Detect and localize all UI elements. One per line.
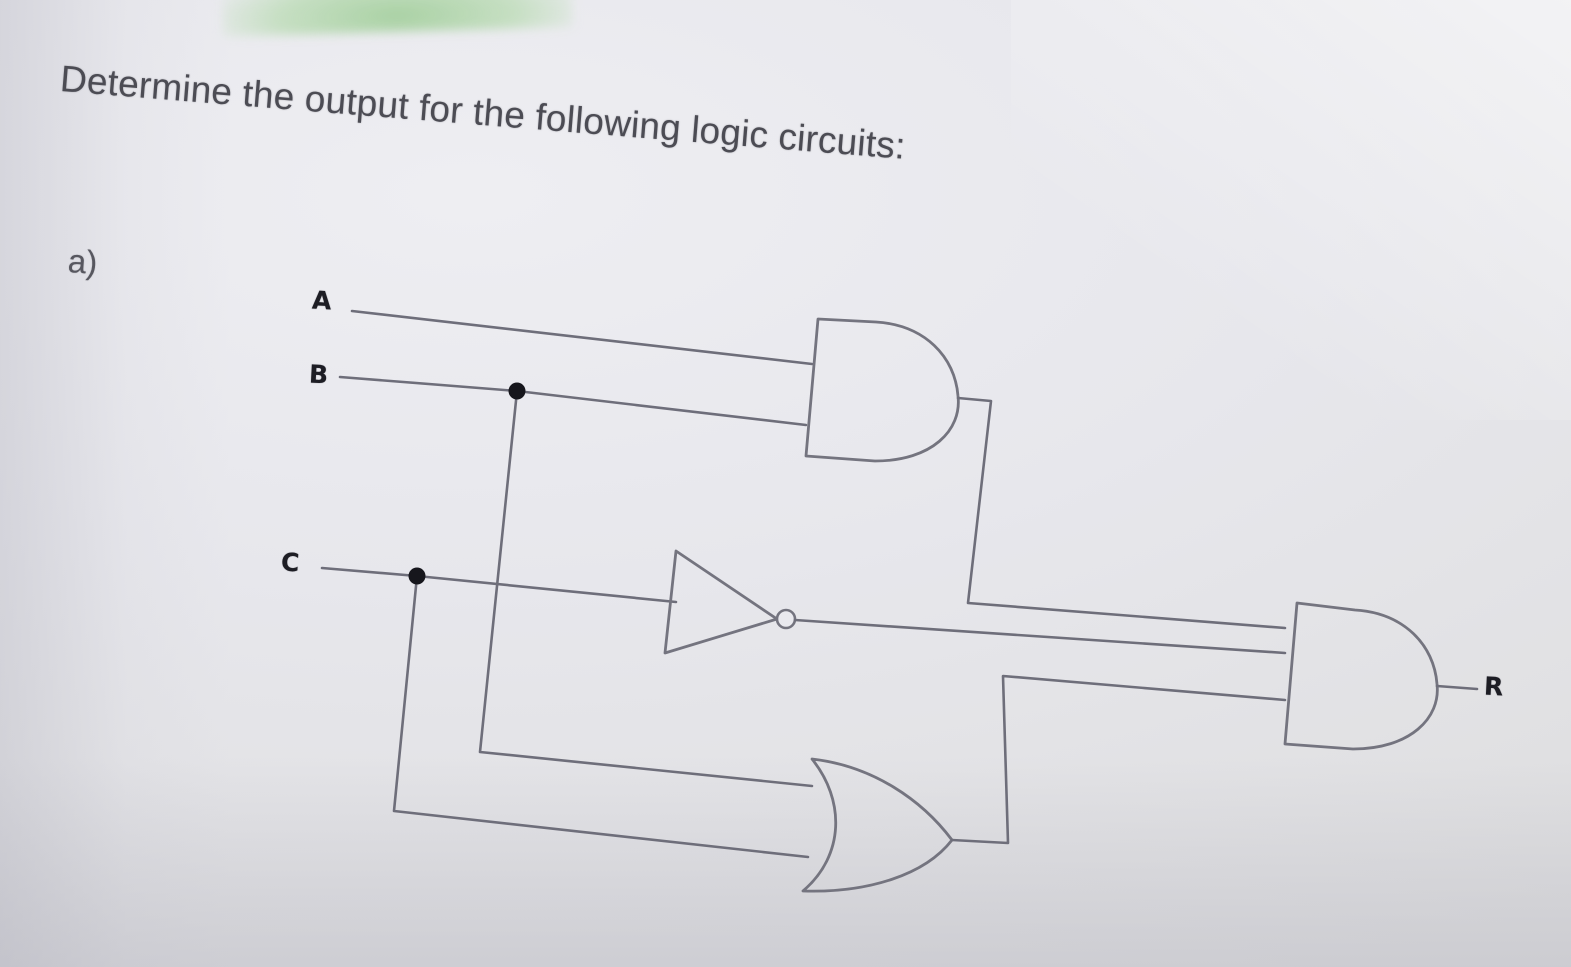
- output-label-r: R: [1483, 671, 1505, 702]
- input-label-a: A: [311, 285, 333, 316]
- input-label-c: C: [280, 547, 301, 578]
- part-label-a: a): [66, 242, 99, 281]
- input-label-b: B: [308, 359, 329, 390]
